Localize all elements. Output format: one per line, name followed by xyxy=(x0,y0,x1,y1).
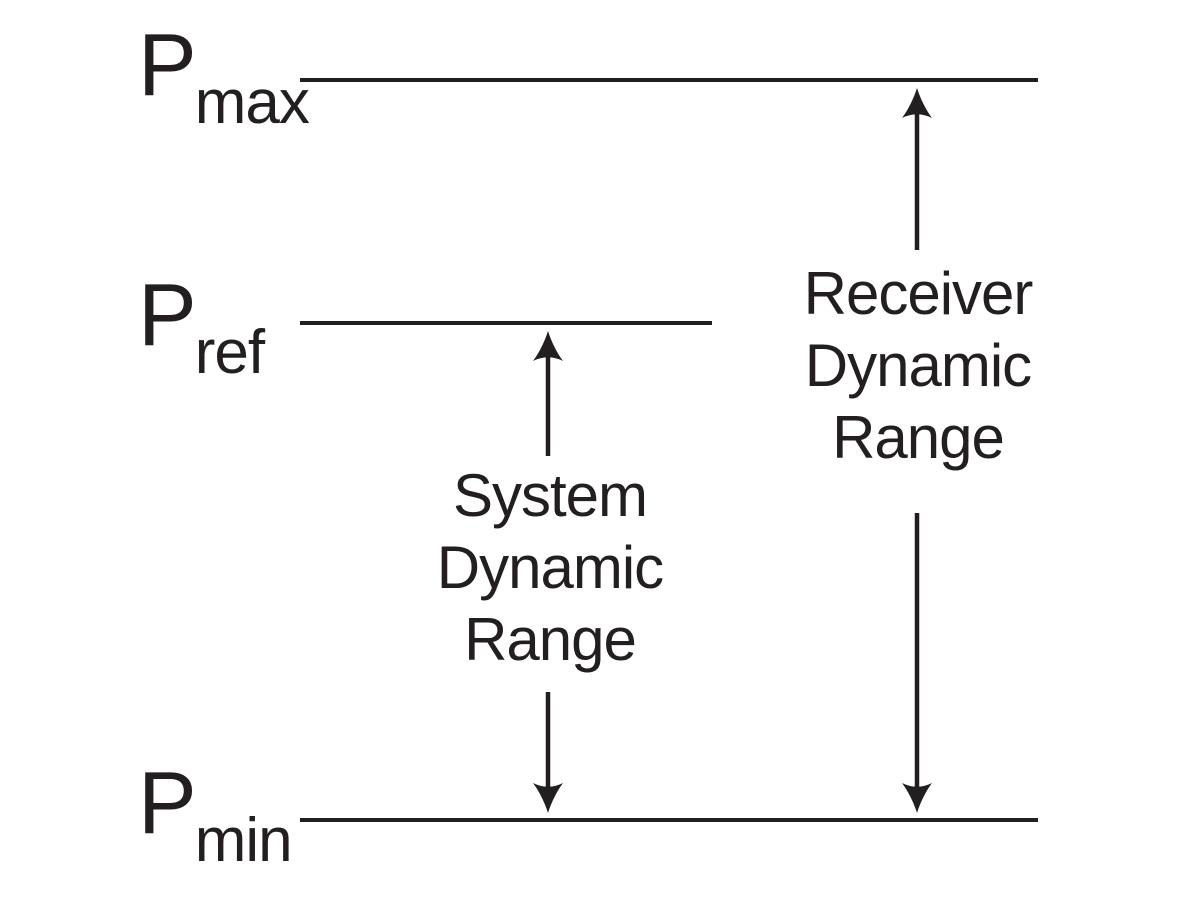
system-range-label-line3: Range xyxy=(464,606,637,673)
pmin-level-line xyxy=(300,818,1038,822)
receiver-range-label-line3: Range xyxy=(832,404,1005,471)
pmax-label: Pmax xyxy=(138,21,310,147)
system-range-label-line2: Dynamic xyxy=(436,534,664,601)
pmax-level-line xyxy=(300,78,1038,82)
pref-symbol: P xyxy=(138,265,197,364)
receiver-range-label-line1: Receiver xyxy=(803,260,1034,327)
system-range-label: System Dynamic Range xyxy=(390,460,710,676)
receiver-range-label: Receiver Dynamic Range xyxy=(758,258,1078,474)
pref-label: Pref xyxy=(138,271,265,397)
system-range-down-arrow-icon xyxy=(533,692,563,813)
receiver-range-up-arrow-icon xyxy=(902,88,932,250)
pmax-subscript: max xyxy=(194,68,310,137)
system-range-label-line1: System xyxy=(452,462,648,529)
pmin-subscript: min xyxy=(194,806,293,875)
pmax-symbol: P xyxy=(138,15,197,114)
receiver-range-down-arrow-icon xyxy=(902,513,932,813)
receiver-range-label-line2: Dynamic xyxy=(804,332,1032,399)
pmin-symbol: P xyxy=(138,753,197,852)
system-range-up-arrow-icon xyxy=(533,331,563,456)
pref-subscript: ref xyxy=(194,318,265,387)
pmin-label: Pmin xyxy=(138,759,293,885)
pref-level-line xyxy=(300,321,712,325)
